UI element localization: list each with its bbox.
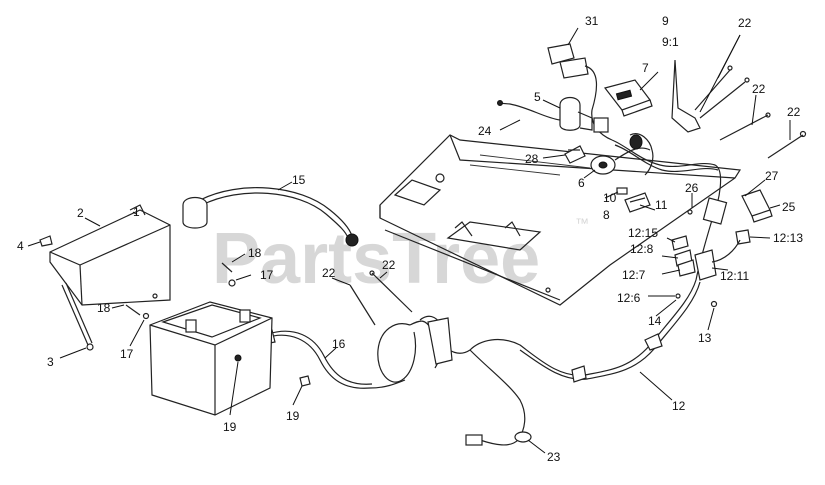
callout-11: 11	[655, 198, 668, 212]
relay-bracket-9	[671, 59, 750, 133]
battery-cable-15	[182, 187, 359, 247]
leader-lines	[27, 27, 791, 454]
callout-12: 12	[672, 399, 686, 413]
watermark-text: PartsTree	[212, 219, 540, 299]
callout-26: 26	[685, 181, 699, 195]
module-7	[603, 79, 653, 117]
callout-6: 6	[578, 176, 585, 190]
callout-25: 25	[782, 200, 796, 214]
callout-10: 10	[603, 191, 617, 205]
cable-ties-right	[719, 112, 807, 159]
harness-loop	[377, 315, 453, 383]
callout-22: 22	[322, 266, 336, 280]
callout-7: 7	[642, 61, 649, 75]
callout-2: 2	[77, 206, 84, 220]
callout-28: 28	[525, 152, 539, 166]
watermark-trademark: ™	[575, 215, 589, 231]
cable-ties-lower	[349, 270, 413, 326]
frame-plate	[379, 134, 742, 306]
harness-connector-31	[547, 43, 613, 141]
callout-12-8: 12:8	[630, 242, 654, 256]
callout-31: 31	[585, 14, 599, 28]
connector-cluster	[671, 229, 751, 308]
callout-12-11: 12:11	[720, 269, 749, 283]
callout-12-7: 12:7	[622, 268, 646, 282]
callout-24: 24	[478, 124, 492, 138]
battery	[149, 301, 273, 416]
callout-22: 22	[787, 105, 801, 119]
callout-12-15: 12:15	[628, 226, 658, 240]
callout-12-6: 12:6	[617, 291, 641, 305]
clip-4	[39, 235, 53, 247]
callout-1: 1	[133, 205, 140, 219]
callout-19: 19	[286, 409, 300, 423]
callout-labels: 31 9 9:1 22 7 5 22 22 24 28 6 15 10 26 2…	[17, 14, 803, 464]
callout-17: 17	[120, 347, 134, 361]
callout-22: 22	[738, 16, 752, 30]
rod-3	[61, 282, 94, 351]
callout-19: 19	[223, 420, 237, 434]
callout-3: 3	[47, 355, 54, 369]
ignition-6	[590, 147, 651, 175]
callout-15: 15	[292, 173, 306, 187]
callout-5: 5	[534, 90, 541, 104]
callout-16: 16	[332, 337, 346, 351]
key-switch-5	[559, 96, 609, 133]
callout-8: 8	[603, 208, 610, 222]
callout-17: 17	[260, 268, 274, 282]
callout-27: 27	[765, 169, 779, 183]
callout-23: 23	[547, 450, 561, 464]
callout-18: 18	[248, 246, 262, 260]
callout-22: 22	[382, 258, 396, 272]
callout-22: 22	[752, 82, 766, 96]
main-harness-12	[409, 279, 701, 446]
callout-9: 9	[662, 14, 669, 28]
callout-13: 13	[698, 331, 712, 345]
callout-14: 14	[648, 314, 662, 328]
callout-9-1: 9:1	[662, 35, 679, 49]
bolts-nuts	[125, 262, 311, 387]
relay-25	[741, 189, 773, 223]
callout-4: 4	[17, 239, 24, 253]
connector-11	[624, 192, 651, 213]
plug-28	[564, 145, 586, 164]
battery-holddown-2	[49, 204, 171, 306]
callout-12-13: 12:13	[773, 231, 803, 245]
wire-24	[497, 100, 561, 121]
callout-18: 18	[97, 301, 111, 315]
fuse-10	[616, 187, 628, 195]
upper-harness	[611, 133, 728, 281]
